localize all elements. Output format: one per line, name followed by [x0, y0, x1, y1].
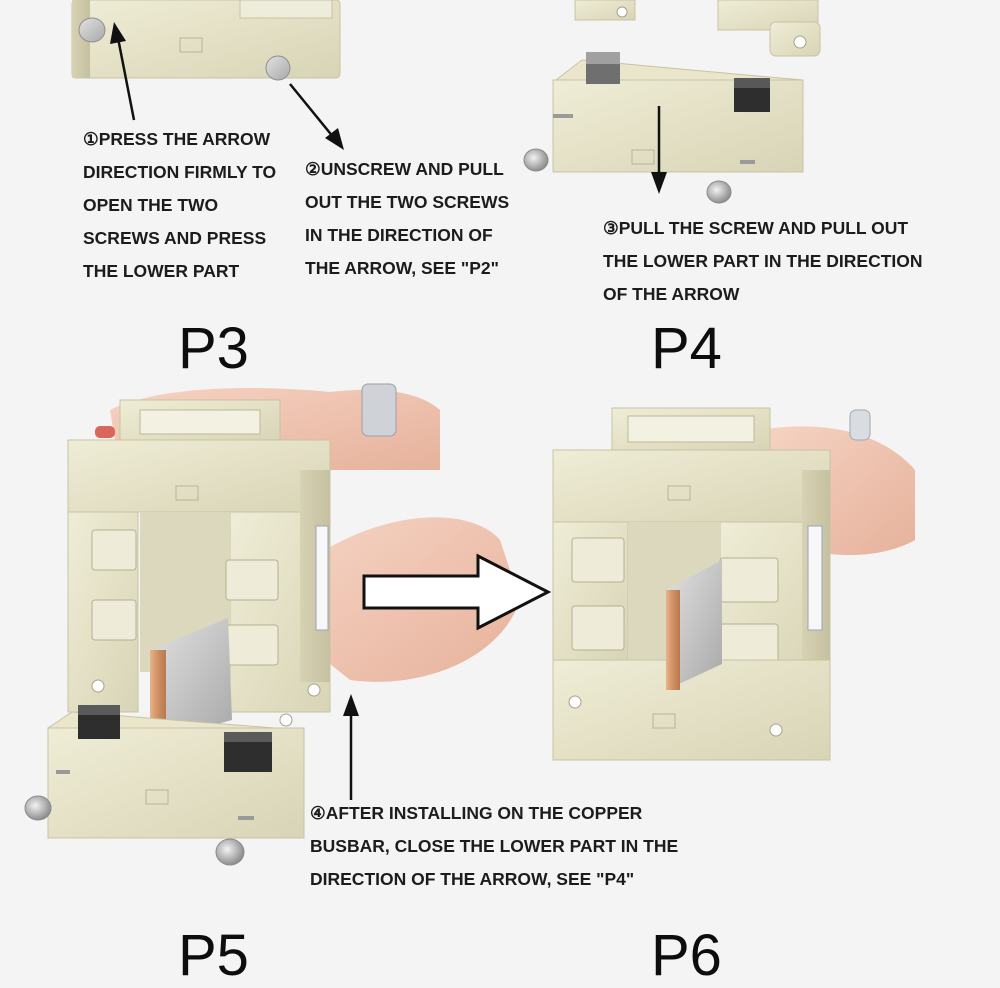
p4-lower-core-image	[523, 52, 804, 204]
step-1-instruction: ①PRESS THE ARROW DIRECTION FIRMLY TO OPE…	[83, 129, 277, 281]
p5-arrow-close-up	[343, 694, 359, 800]
panel-label-p6: P6	[651, 923, 722, 988]
p4-arrow-pull-down	[651, 106, 667, 194]
panel-label-p5: P5	[178, 923, 249, 988]
transition-arrow-icon	[362, 553, 552, 631]
panel-label-p4: P4	[651, 316, 722, 381]
step-3-instruction: ③PULL THE SCREW AND PULL OUT THE LOWER P…	[603, 218, 923, 304]
step-2-instruction: ②UNSCREW AND PULL OUT THE TWO SCREWS IN …	[305, 159, 510, 278]
p6-assembled-ct-image	[552, 407, 831, 761]
p5-busbar-image	[150, 618, 232, 740]
p3-housing-image	[71, 0, 341, 81]
step-4-instruction: ④AFTER INSTALLING ON THE COPPER BUSBAR, …	[310, 803, 679, 889]
p4-upper-housing-image	[574, 0, 821, 57]
p5-lower-core-image	[24, 705, 305, 866]
panel-label-p3: P3	[178, 316, 249, 381]
p3-arrow-press	[110, 22, 136, 121]
p3-arrow-unscrew	[289, 83, 344, 150]
